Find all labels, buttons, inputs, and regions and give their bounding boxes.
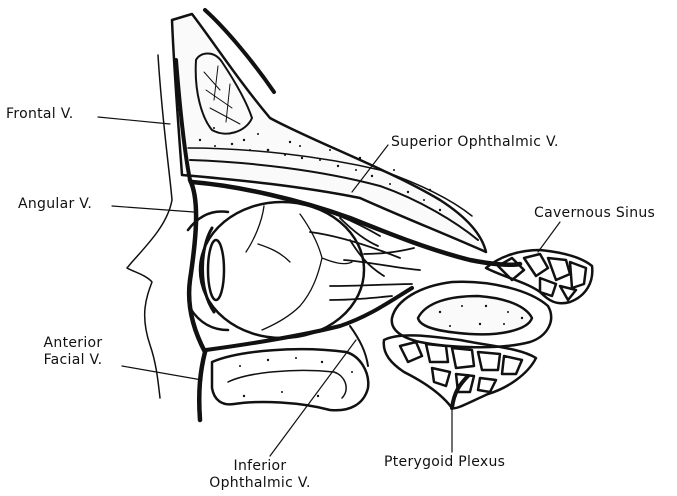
- label-anterior-facial-v: Anterior Facial V.: [28, 335, 118, 369]
- label-superior-ophthalmic-v: Superior Ophthalmic V.: [391, 134, 559, 151]
- label-pterygoid-plexus: Pterygoid Plexus: [384, 454, 505, 471]
- label-anterior-facial-v-line2: Facial V.: [28, 352, 118, 369]
- anterior-facial-vein: [199, 352, 205, 420]
- maxilla-inner: [228, 370, 346, 398]
- leader-cavernous-sinus: [538, 222, 560, 252]
- label-cavernous-sinus: Cavernous Sinus: [534, 205, 655, 222]
- label-angular-v: Angular V.: [18, 196, 92, 213]
- label-inferior-ophthalmic-v-line2: Ophthalmic V.: [195, 475, 325, 492]
- maxilla-bone: [212, 349, 368, 410]
- maxilla-stipple: [239, 357, 353, 397]
- face-profile: [127, 55, 172, 398]
- label-frontal-v: Frontal V.: [6, 106, 74, 123]
- leader-angular-v: [112, 206, 194, 212]
- leader-inferior-ophthalmic-v: [270, 340, 356, 456]
- lens: [208, 240, 224, 300]
- leader-anterior-facial-v: [122, 366, 202, 380]
- label-inferior-ophthalmic-v: Inferior Ophthalmic V.: [195, 458, 325, 492]
- leader-frontal-v: [98, 117, 170, 124]
- label-anterior-facial-v-line1: Anterior: [28, 335, 118, 352]
- label-inferior-ophthalmic-v-line1: Inferior: [195, 458, 325, 475]
